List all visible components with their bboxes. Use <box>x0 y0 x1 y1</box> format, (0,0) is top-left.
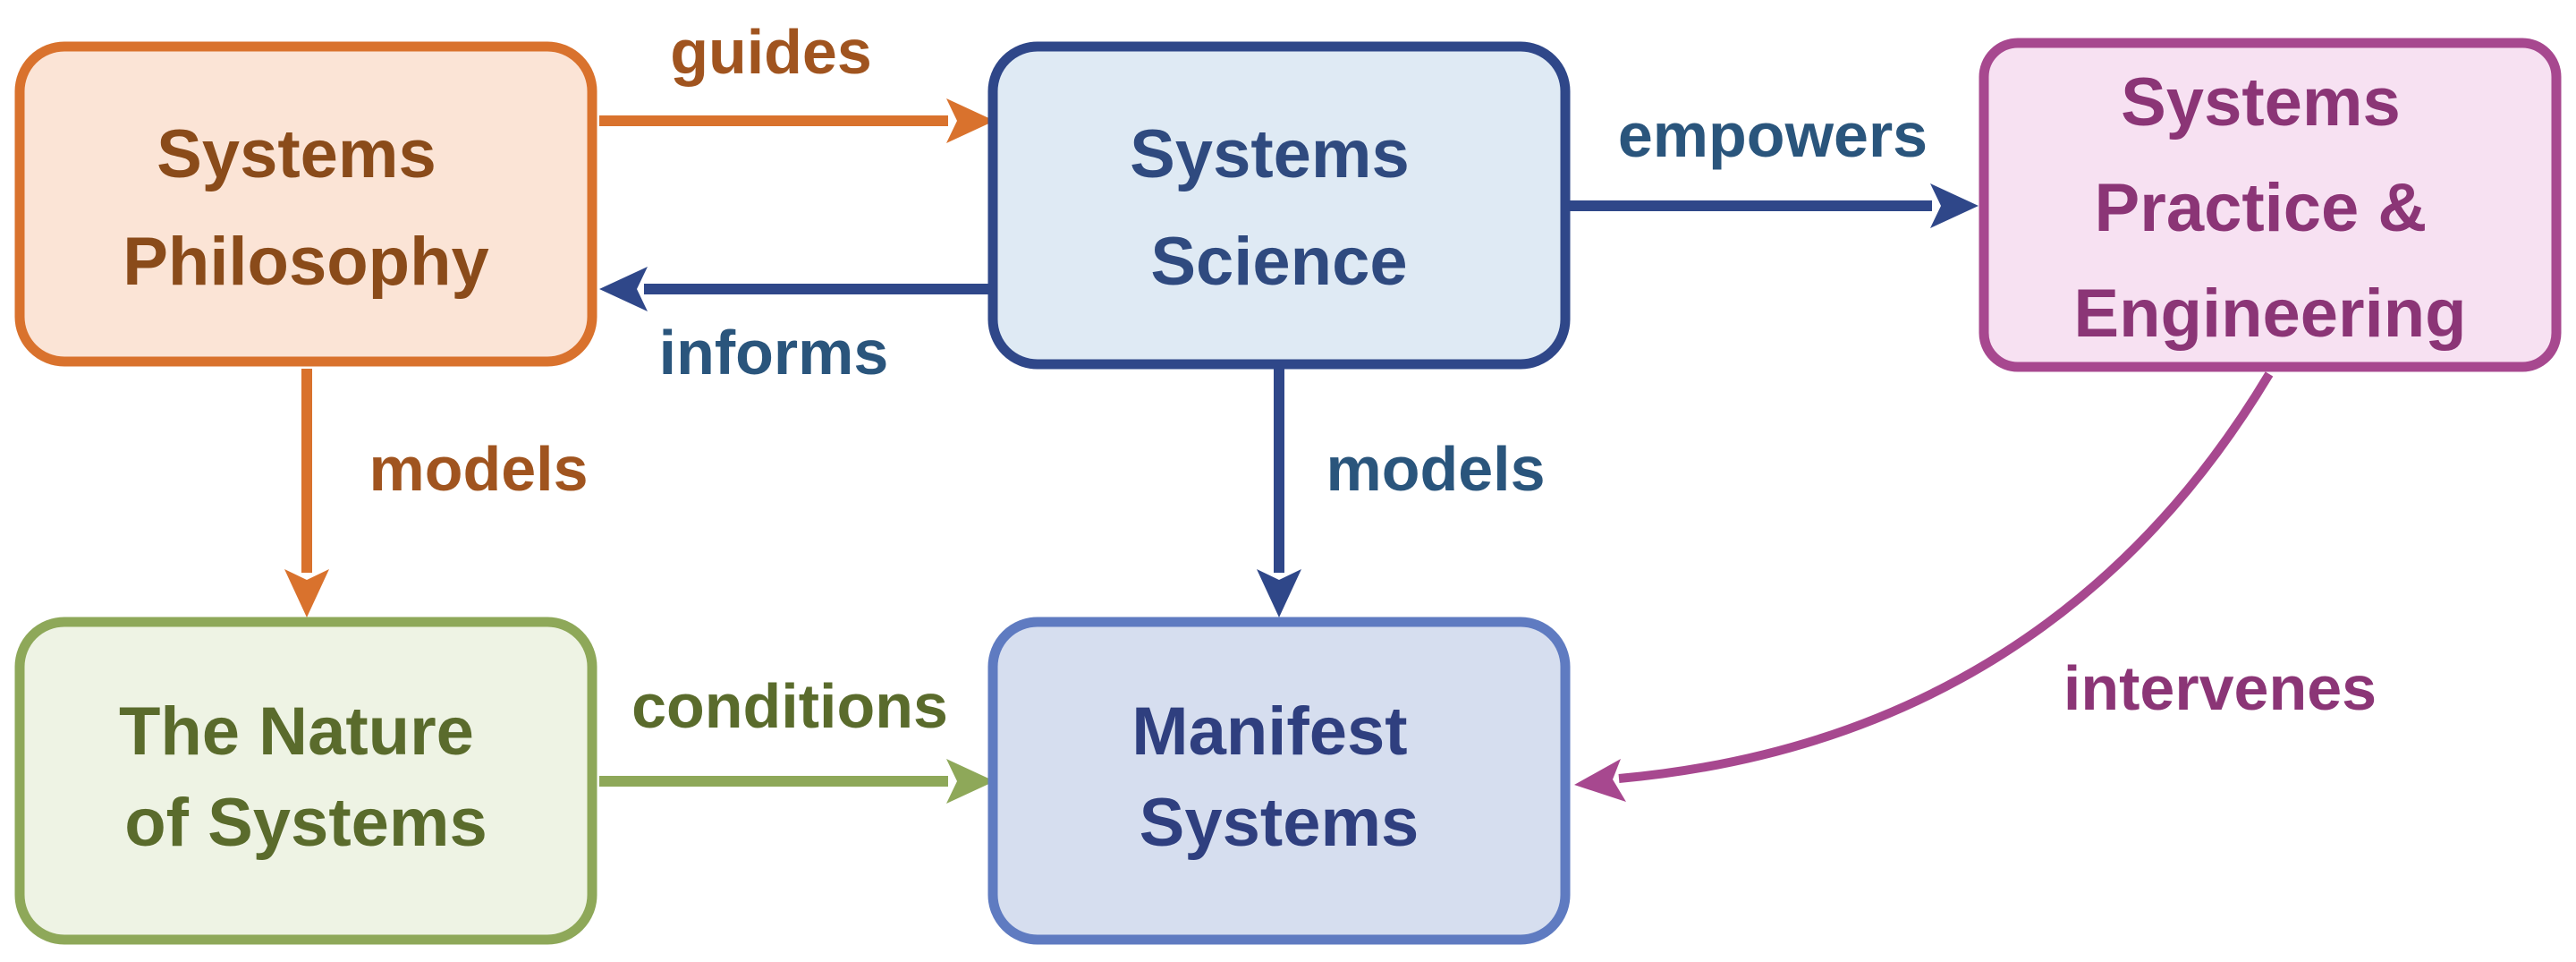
edge-conditions: conditions <box>599 671 995 804</box>
intervenes-arrow <box>1618 371 2274 783</box>
edge-empowers: empowers <box>1567 100 1979 228</box>
conditions-arrowhead <box>946 759 995 804</box>
models-science-label: models <box>1326 434 1545 504</box>
node-label-line: Practice & <box>2095 170 2428 246</box>
models-philosophy-arrowhead <box>284 569 329 617</box>
empowers-label: empowers <box>1618 100 1928 170</box>
node-label-line: The Nature <box>119 694 474 770</box>
models-science-arrowhead <box>1257 569 1301 617</box>
edge-intervenes: intervenes <box>1574 371 2377 802</box>
node-box <box>987 617 1571 945</box>
svg-text:Systems Philosophy: Systems Philosophy <box>123 116 489 300</box>
node-label-line: Science <box>1150 224 1407 300</box>
node-label-line: of Systems <box>124 785 487 861</box>
node-systems-science: Systems Science <box>987 41 1571 370</box>
node-manifest-systems: Manifest Systems <box>987 617 1571 945</box>
conditions-label: conditions <box>631 671 948 741</box>
node-box <box>14 41 597 367</box>
edge-guides: guides <box>599 17 995 143</box>
node-systems-practice-engineering: Systems Practice & Engineering <box>1979 38 2562 372</box>
node-label-line: Systems <box>2121 64 2401 140</box>
node-label-line: Systems <box>1140 785 1419 861</box>
intervenes-arrowhead <box>1574 759 1626 802</box>
informs-label: informs <box>659 318 889 387</box>
node-label-line: Systems <box>1130 116 1410 192</box>
svg-text:Systems Practice &: Systems Practice & Engineering <box>2073 64 2466 352</box>
svg-text:Systems Science: Systems Science <box>1130 116 1428 300</box>
node-box <box>987 41 1571 370</box>
node-label-line: Systems <box>157 116 436 192</box>
node-label-line: Engineering <box>2073 276 2466 352</box>
node-label-line: Philosophy <box>123 224 489 300</box>
edge-informs: informs <box>599 267 993 387</box>
node-systems-philosophy: Systems Philosophy <box>14 41 597 367</box>
node-label-line: Manifest <box>1131 694 1407 770</box>
models-philosophy-label: models <box>369 434 588 504</box>
edge-models-science: models <box>1257 369 1546 617</box>
node-box <box>14 617 597 945</box>
edge-models-philosophy: models <box>284 369 589 617</box>
guides-arrowhead <box>946 98 995 143</box>
informs-arrowhead <box>599 267 648 311</box>
node-box <box>1979 38 2562 372</box>
node-the-nature-of-systems: The Nature of Systems <box>14 617 597 945</box>
svg-text:Manifest Systems: Manifest Systems <box>1131 694 1426 861</box>
intervenes-label: intervenes <box>2063 653 2377 723</box>
empowers-arrowhead <box>1930 183 1979 228</box>
svg-text:The Nature of Systems: The Nature of Systems <box>119 694 493 861</box>
guides-label: guides <box>670 17 872 87</box>
